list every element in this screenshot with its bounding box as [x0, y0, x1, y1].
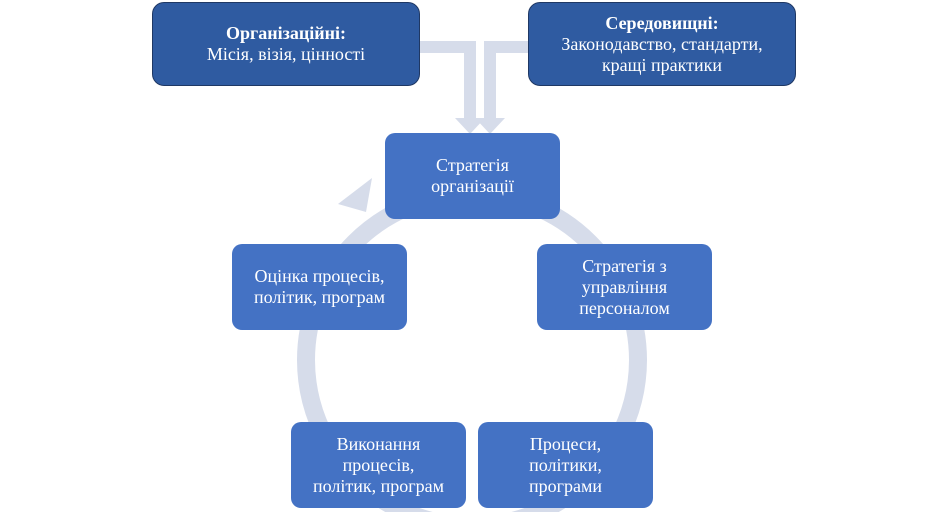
node-text-line: Виконання: [336, 433, 421, 454]
input-arrowhead-organizational: [455, 118, 485, 134]
node-text-line: програми: [528, 475, 603, 496]
node-text-line: Стратегія: [436, 155, 509, 175]
input-arrow-organizational: [420, 41, 476, 118]
node-text-line: персоналом: [579, 297, 670, 318]
node-execution: Виконання процесів, політик, програм: [291, 422, 466, 508]
node-processes-policies-programs: Процеси, політики, програми: [478, 422, 653, 508]
node-text-line: Оцінка процесів,: [254, 266, 385, 286]
node-hr-strategy: Стратегія з управління персоналом: [537, 244, 712, 330]
environmental-input-box: Середовищні: Законодавство, стандарти, к…: [528, 2, 796, 86]
environmental-text-line-1: Законодавство, стандарти,: [561, 33, 763, 54]
node-evaluation: Оцінка процесів, політик, програм: [232, 244, 407, 330]
cycle-arrowhead: [338, 178, 372, 212]
node-text-line: організації: [431, 176, 514, 196]
organizational-input-box: Організаційні: Місія, візія, цінності: [152, 2, 420, 86]
node-text-line: політики,: [529, 454, 602, 475]
input-arrow-environmental: [484, 41, 528, 118]
input-arrowhead-environmental: [475, 118, 505, 134]
environmental-heading: Середовищні:: [605, 12, 719, 33]
node-text-line: політик, програм: [312, 475, 445, 496]
node-text-line: політик, програм: [253, 287, 386, 307]
node-text-line: управління: [581, 276, 668, 297]
node-organization-strategy: Стратегія організації: [385, 133, 560, 219]
node-text-line: Стратегія з: [582, 255, 667, 276]
node-text-line: процесів,: [342, 454, 415, 475]
organizational-text: Місія, візія, цінності: [206, 44, 366, 64]
node-text-line: Процеси,: [529, 433, 602, 454]
organizational-heading: Організаційні:: [226, 23, 346, 43]
environmental-text-line-2: кращі практики: [601, 54, 723, 75]
